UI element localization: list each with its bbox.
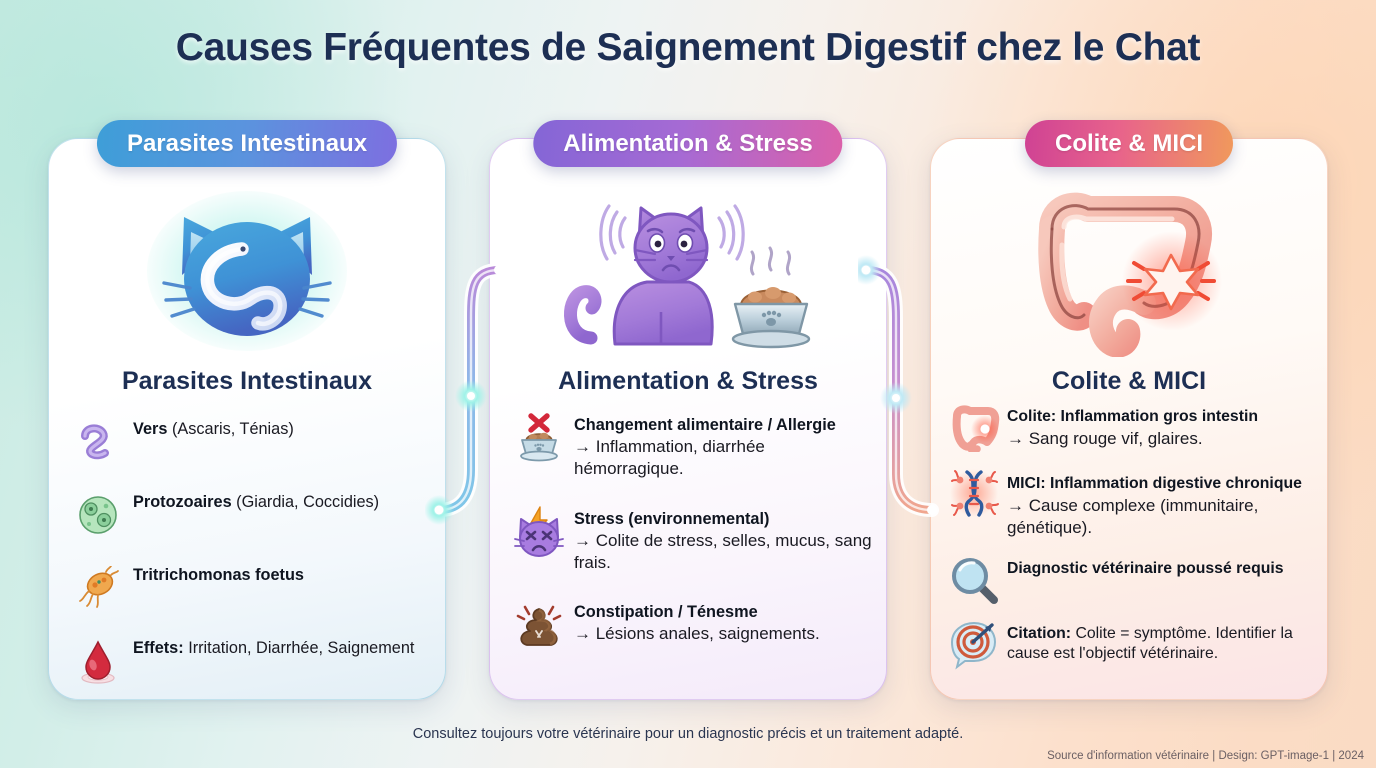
list-item: Stress (environnemental) → Colite de str…: [510, 503, 872, 575]
list-item-rest: → Colite de stress, selles, mucus, sang …: [574, 530, 872, 572]
footer-note: Consultez toujours votre vétérinaire pou…: [412, 726, 964, 742]
card-title-alimentation: Alimentation & Stress: [558, 367, 818, 395]
magnifier-icon: [947, 555, 1001, 605]
card-colite-mici: Colite & MICI: [930, 138, 1328, 700]
column-parasites-intestinaux: Parasites Intestinaux Vers (Ascaris, Tén…: [48, 120, 446, 700]
pill-header-colite[interactable]: Colite & MICI: [1025, 120, 1233, 167]
cat-head-with-worm-icon: [147, 191, 347, 351]
columns-container: Parasites Intestinaux Vers (Ascaris, Tén…: [48, 120, 1328, 710]
inflamed-colon-icon: [1037, 192, 1222, 357]
list-item: Protozoaires (Giardia, Coccidies): [69, 486, 431, 542]
poop-icon: [510, 598, 568, 652]
hero-illustration-colite: [931, 181, 1327, 361]
list-item: Changement alimentaire / Allergie → Infl…: [510, 409, 872, 481]
list-item-rest: (Giardia, Coccidies): [231, 493, 380, 511]
list-parasites: Vers (Ascaris, Ténias): [69, 413, 431, 689]
list-item-bold: Citation:: [1007, 624, 1072, 642]
list-item-bold: Constipation / Ténesme: [574, 603, 758, 622]
list-item-rest: → Lésions anales, saignements.: [574, 624, 820, 644]
list-item: Colite: Inflammation gros intestin → San…: [947, 401, 1317, 453]
worm-icon: [69, 415, 127, 469]
hero-illustration-alimentation: [490, 181, 886, 361]
footer-credit: Source d'information vétérinaire | Desig…: [1047, 750, 1364, 762]
list-item-bold: Colite: Inflammation gros intestin: [1007, 408, 1259, 425]
card-alimentation-stress: Alimentation & Stress: [489, 138, 887, 700]
list-item: Citation: Colite = symptôme. Identifier …: [947, 618, 1317, 670]
list-item: MICI: Inflammation digestive chronique →…: [947, 466, 1317, 540]
food-bowl-cross-icon: [510, 411, 568, 465]
list-item: Vers (Ascaris, Ténias): [69, 413, 431, 469]
card-title-colite: Colite & MICI: [1051, 367, 1207, 395]
list-item-rest: Colite = symptôme. Identifier la cause e…: [1007, 624, 1293, 663]
column-colite-mici: Colite & MICI: [930, 120, 1328, 700]
list-item-bold: Effets:: [133, 639, 184, 657]
column-alimentation-stress: Alimentation & Stress: [489, 120, 887, 700]
page-title: Causes Fréquentes de Saignement Digestif…: [175, 26, 1201, 69]
angry-cat-bolt-icon: [510, 505, 568, 559]
protozoa-icon: [69, 488, 127, 542]
list-item-rest: → Sang rouge vif, glaires.: [1007, 428, 1203, 448]
hero-illustration-parasites: [49, 181, 445, 361]
list-item: Constipation / Ténesme → Lésions anales,…: [510, 596, 872, 652]
list-item-rest: → Cause complexe (immunitaire, génétique…: [1007, 495, 1259, 538]
list-colite: Colite: Inflammation gros intestin → San…: [947, 401, 1317, 689]
list-item-bold: Stress (environnemental): [574, 509, 770, 528]
stressed-cat-with-food-bowl-icon: [564, 204, 811, 349]
list-item-rest: → Inflammation, diarrhée hémorragique.: [574, 437, 765, 479]
list-alimentation: Changement alimentaire / Allergie → Infl…: [510, 409, 872, 689]
list-item: Tritrichomonas foetus: [69, 559, 431, 615]
list-item-bold: Vers: [133, 420, 168, 438]
list-item-bold: Protozoaires: [133, 493, 232, 511]
colon-inflamed-icon: [947, 403, 1001, 453]
card-parasites-intestinaux: Parasites Intestinaux Vers (Ascaris, Tén…: [48, 138, 446, 700]
list-item-bold: Tritrichomonas foetus: [133, 566, 304, 584]
pill-header-parasites[interactable]: Parasites Intestinaux: [96, 120, 398, 167]
bacteria-icon: [69, 561, 127, 615]
list-item-bold: Changement alimentaire / Allergie: [574, 416, 836, 434]
list-item: Effets: Irritation, Diarrhée, Saignement: [69, 632, 431, 688]
list-item-bold: MICI: Inflammation digestive chronique: [1007, 475, 1302, 492]
list-item-rest: Irritation, Diarrhée, Saignement: [183, 639, 415, 657]
list-item: Diagnostic vétérinaire poussé requis: [947, 553, 1317, 605]
list-item-rest: (Ascaris, Ténias): [167, 420, 294, 438]
dna-inflamed-icon: [947, 468, 1001, 518]
pill-header-alimentation[interactable]: Alimentation & Stress: [533, 120, 843, 167]
target-speech-icon: [947, 620, 1001, 670]
list-item-bold: Diagnostic vétérinaire poussé requis: [1007, 559, 1284, 577]
blood-drop-icon: [69, 634, 127, 688]
card-title-parasites: Parasites Intestinaux: [121, 367, 373, 395]
